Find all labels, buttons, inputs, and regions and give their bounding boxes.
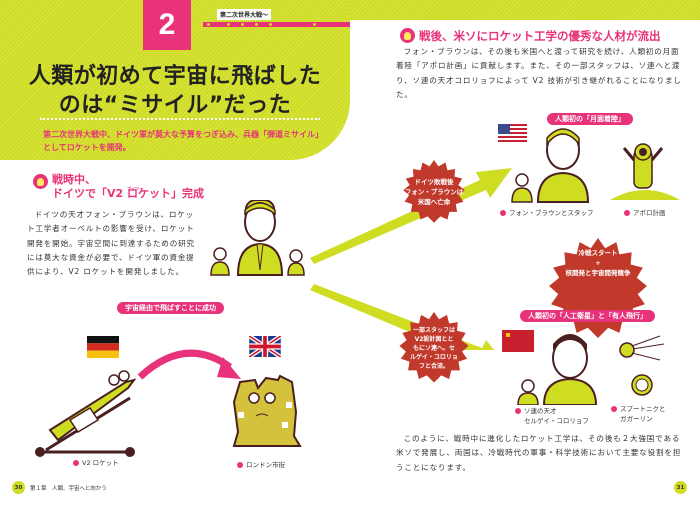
trajectory-arrow [137, 349, 241, 380]
von-braun-usa-illustration [511, 128, 590, 203]
lightbulb-icon [33, 174, 48, 189]
ruby-text: ブイツー [127, 186, 143, 191]
v2-rocket-illustration [35, 370, 137, 457]
burst-usa-text: ドイツ敗戦後フォン・ブラウンは米国へ亡命 [404, 178, 464, 206]
caption-apollo: アポロ計画 [624, 208, 666, 218]
dotted-divider [40, 118, 320, 120]
era-label: 第二次世界大戦〜 [217, 9, 272, 20]
apollo-astronaut-illustration [610, 143, 680, 200]
caption-sputnik-gagarin: スプートニクとガガーリン [611, 404, 666, 424]
lead-text: 第二次世界大戦中、ドイツ軍が莫大な予算をつぎ込み、兵器「弾道ミサイル」としてロケ… [43, 130, 323, 152]
von-braun-illustration [210, 200, 305, 276]
right-page-top-strip [350, 0, 700, 20]
section1-title: 戦時中、 ブイツー ドイツで「V2 ロケット」完成 [52, 173, 232, 201]
burst-coldwar-text: 冷戦スタート+核開発と宇宙開発競争 [565, 249, 631, 277]
page-number-right: 31 [674, 481, 687, 494]
caption-sputnik-line1: スプートニクと [620, 405, 666, 413]
korolev-illustration [517, 334, 598, 405]
bullet-icon [73, 460, 79, 466]
burst-usa-callout: ドイツ敗戦後フォン・ブラウンは米国へ亡命 [402, 160, 466, 224]
ussr-label-pill: 人類初の「人工衛星」と「有人飛行」 [520, 310, 655, 322]
lightbulb-icon [400, 28, 415, 43]
germany-flag-icon [87, 336, 119, 358]
burst-coldwar-callout: 冷戦スタート+核開発と宇宙開発競争 [547, 238, 649, 338]
caption-london: ロンドン市街 [237, 460, 285, 470]
caption-staff-text: フォン・ブラウンとスタッフ [509, 209, 594, 217]
section2-body: フォン・ブラウンは、その後も米国へと渡って研究を続け、人類初の月面着陸「アポロ計… [396, 47, 682, 99]
section2-title: 戦後、米ソにロケット工学の優秀な人材が流出 [419, 29, 661, 43]
diagram-label-pill: 宇宙経由で飛ばすことに成功 [117, 302, 224, 314]
bullet-icon [237, 462, 243, 468]
page-title-line2: のは“ミサイル”だった [58, 93, 292, 118]
uk-flag-icon [249, 336, 281, 357]
chapter-number-badge: 2 [143, 0, 191, 50]
caption-london-text: ロンドン市街 [246, 461, 285, 469]
section1-title-line2: ブイツー ドイツで「V2 ロケット」完成 [52, 186, 232, 201]
caption-sputnik-line2: ガガーリン [620, 415, 653, 423]
sputnik-gagarin-illustration [619, 335, 665, 396]
section1-title-line2-text: ドイツで「V2 ロケット」完成 [52, 187, 204, 200]
timeline-bar [203, 22, 350, 27]
caption-korolev-line1: ソ連の天才 [524, 407, 557, 415]
bullet-icon [611, 406, 617, 412]
bullet-icon [500, 210, 506, 216]
ussr-flag-icon [502, 330, 534, 352]
page-title-line1: 人類が初めて宇宙に飛ばした [28, 64, 322, 89]
caption-korolev: ソ連の天才セルゲイ・コロリョフ [515, 406, 589, 426]
caption-v2-rocket: V2 ロケット [73, 458, 119, 468]
chapter-running-head: 第１章 人類、宇宙へと向かう [30, 486, 107, 492]
section1-title-line1: 戦時中、 [52, 173, 96, 186]
caption-v2-text: V2 ロケット [82, 459, 119, 467]
usa-label-pill: 人類初の「月面着陸」 [547, 113, 633, 125]
bullet-icon [515, 408, 521, 414]
caption-korolev-line2: セルゲイ・コロリョフ [524, 417, 589, 425]
caption-apollo-text: アポロ計画 [633, 209, 666, 217]
london-ruins-illustration [232, 374, 302, 447]
caption-von-braun-staff: フォン・ブラウンとスタッフ [500, 208, 594, 218]
bullet-icon [624, 210, 630, 216]
page-number-left: 30 [12, 481, 25, 494]
section1-body: ドイツの天才フォン・ブラウンは、ロケット工学者オーベルトの影響を受け、ロケット開… [27, 210, 195, 277]
page-title: 人類が初めて宇宙に飛ばした のは“ミサイル”だった [20, 62, 330, 120]
conclusion-text: このように、戦時中に進化したロケット工学は、その後も２大強国である米ソで発展し、… [396, 434, 682, 472]
usa-flag-icon [498, 124, 527, 144]
